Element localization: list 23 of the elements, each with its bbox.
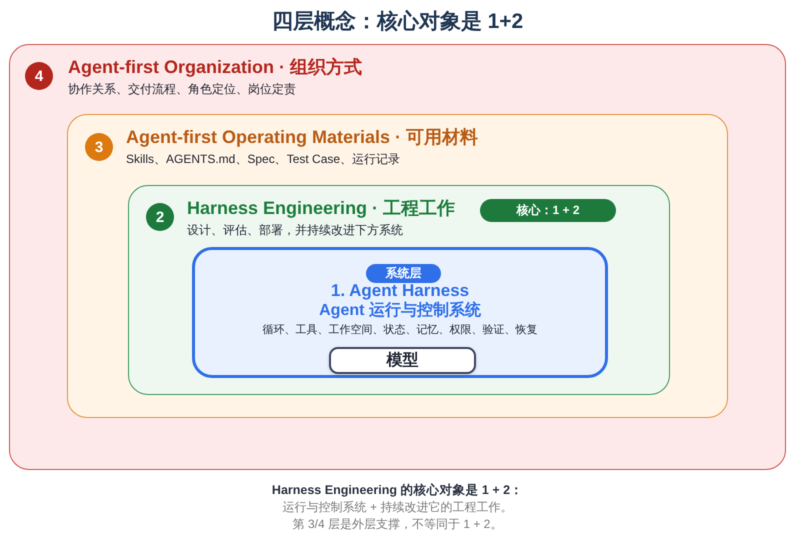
caption-note: 运行与控制系统 + 持续改进它的工程工作。 [282, 499, 512, 516]
layer-number-badge: 2 [146, 203, 174, 231]
layer-panel [67, 114, 728, 418]
layer-title: Agent-first Operating Materials · 可用材料 [126, 126, 478, 148]
caption-note: 第 3/4 层是外层支撑，不等同于 1 + 2。 [292, 516, 502, 533]
layer-tag: 系统层 [366, 264, 441, 283]
layer-number-badge: 4 [25, 62, 53, 90]
layer-description: Skills、AGENTS.md、Spec、Test Case、运行记录 [126, 151, 400, 168]
harness-subtitle: Agent 运行与控制系统 [319, 301, 481, 321]
diagram-title: 四层概念：核心对象是 1+2 [270, 8, 524, 35]
layer-number-badge: 3 [85, 133, 113, 161]
harness-title: 1. Agent Harness [330, 281, 470, 301]
layer-panel [9, 44, 786, 470]
harness-panel [192, 247, 608, 378]
layer-title: Harness Engineering · 工程工作 [187, 197, 456, 219]
caption: Harness Engineering 的核心对象是 1 + 2： [272, 482, 524, 499]
layer-panel [128, 185, 670, 395]
layer-description: 设计、评估、部署，并持续改进下方系统 [187, 222, 403, 239]
layer-title: Agent-first Organization · 组织方式 [68, 56, 362, 78]
model-block: 模型 [329, 347, 476, 374]
harness-components: 循环、工具、工作空间、状态、记忆、权限、验证、恢复 [262, 323, 538, 338]
core-tag: 核心：1 + 2 [480, 199, 616, 222]
layer-description: 协作关系、交付流程、角色定位、岗位定责 [68, 81, 296, 98]
